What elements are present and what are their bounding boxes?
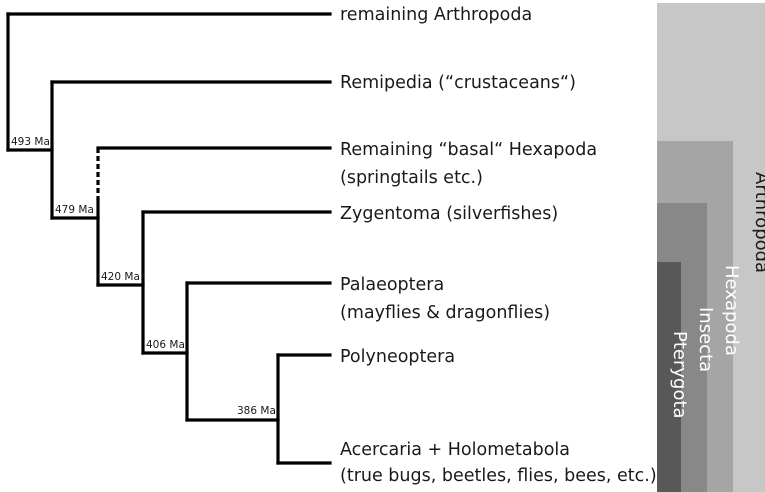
taxon-polyneoptera: Polyneoptera [340,347,455,367]
clade-brackets: Arthropoda Hexapoda Insecta Pterygota [657,3,765,492]
node-age-406: 406 Ma [146,339,185,351]
node-age-493: 493 Ma [11,136,50,148]
arthropoda-label: Arthropoda [751,172,765,273]
taxon-acercaria-holometabola: Acercaria + Holometabola [340,440,570,460]
taxon-basal-hexapoda-sub: (springtails etc.) [340,168,483,188]
pterygota-bar [657,262,681,492]
taxon-remipedia: Remipedia (“crustaceans“) [340,73,576,93]
taxon-acercaria-holometabola-sub: (true bugs, beetles, flies, bees, etc.) [340,466,657,486]
node-age-386: 386 Ma [237,405,276,417]
taxon-remaining-arthropoda: remaining Arthropoda [340,5,532,25]
hexapoda-label: Hexapoda [721,265,742,356]
node-age-420: 420 Ma [101,271,140,283]
taxon-basal-hexapoda: Remaining “basal“ Hexapoda [340,140,597,160]
taxon-palaeoptera: Palaeoptera [340,275,444,295]
insecta-label: Insecta [695,307,716,372]
tree-branches [6,12,332,465]
pterygota-label: Pterygota [669,331,690,419]
node-age-479: 479 Ma [55,204,94,216]
taxon-zygentoma: Zygentoma (silverfishes) [340,204,558,224]
taxon-labels: remaining Arthropoda Remipedia (“crustac… [340,5,657,486]
taxon-palaeoptera-sub: (mayflies & dragonflies) [340,303,550,323]
node-age-labels: 493 Ma 479 Ma 420 Ma 406 Ma 386 Ma [11,136,276,417]
